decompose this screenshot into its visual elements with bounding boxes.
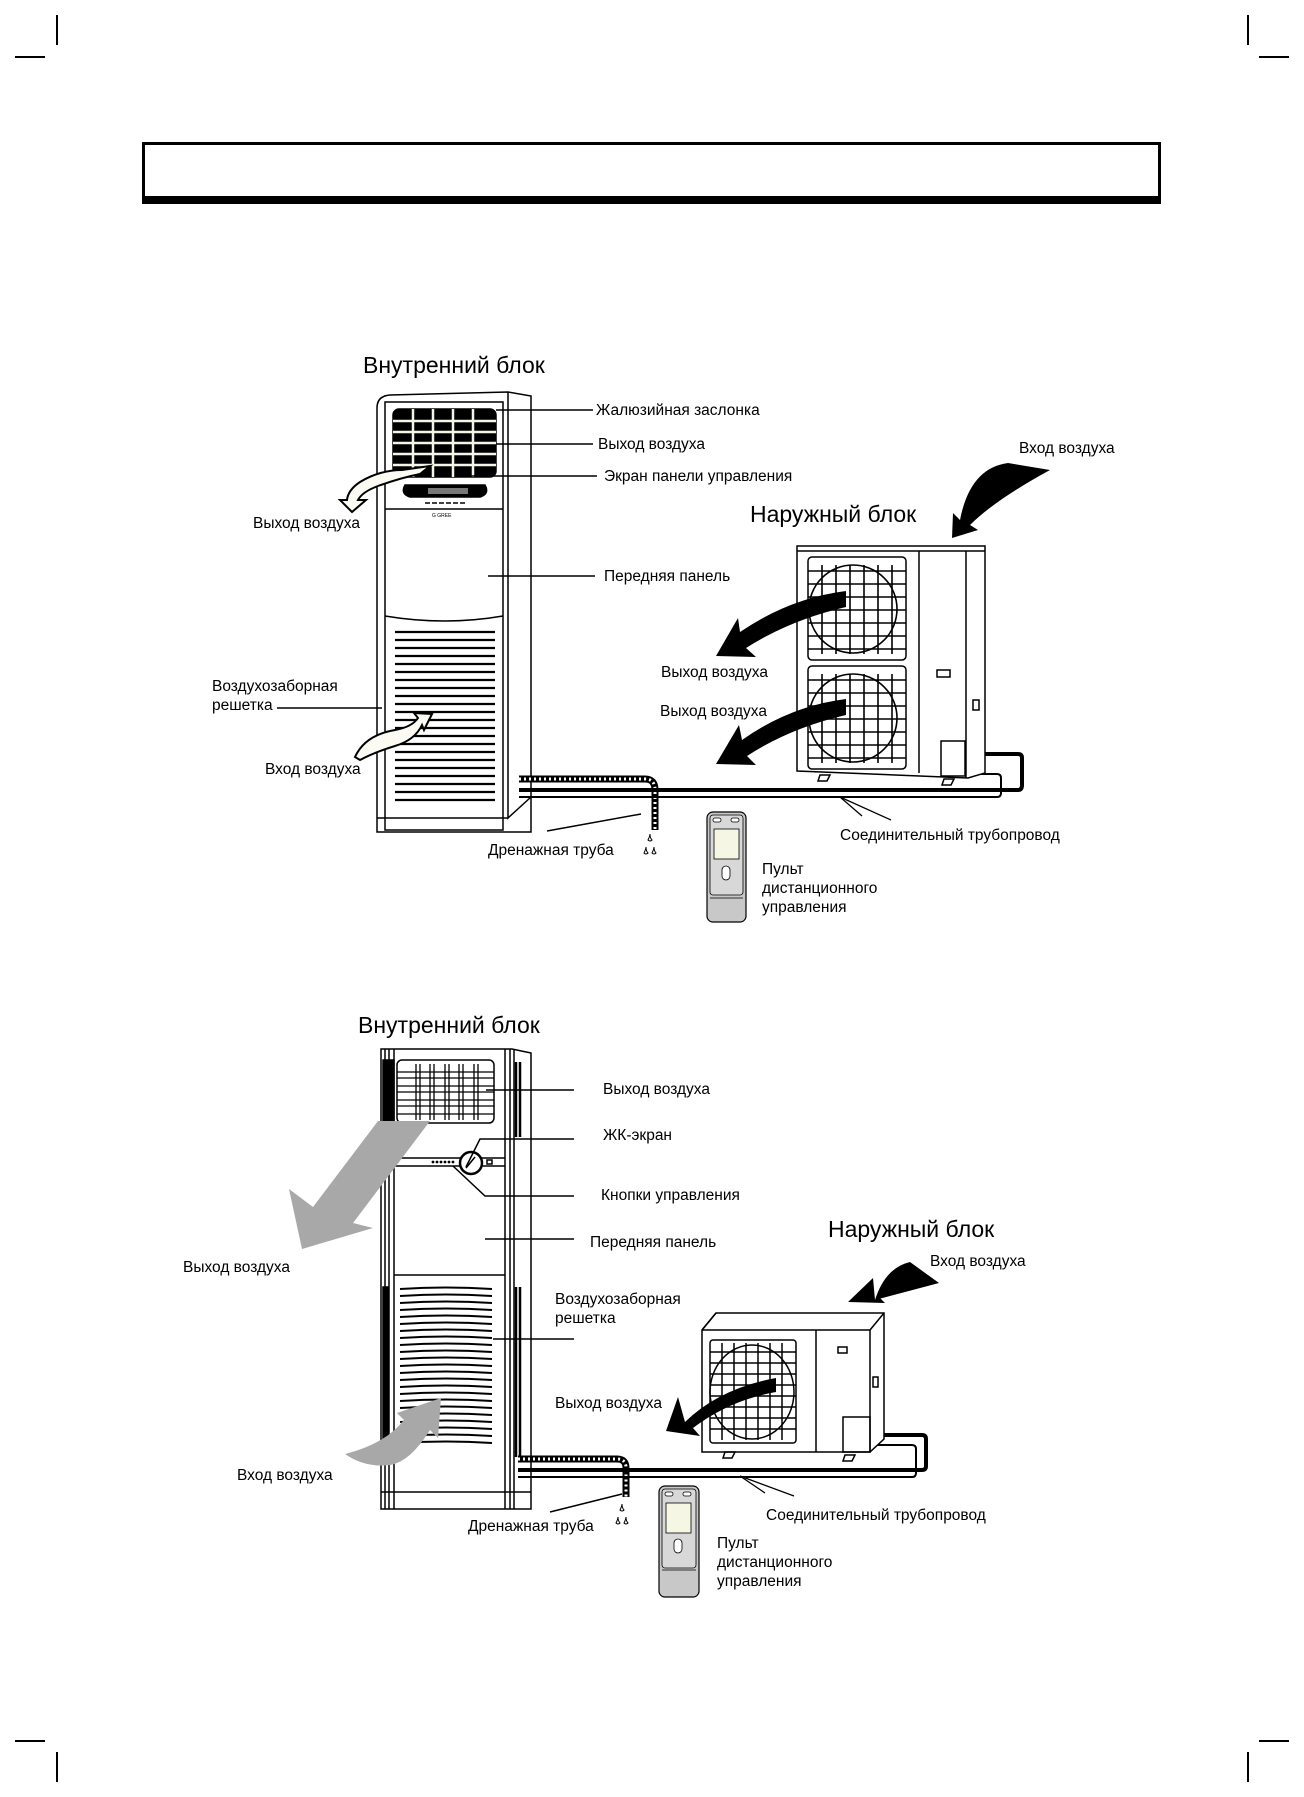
label-air-outlet-outdoor-2: Выход воздуха bbox=[555, 1395, 662, 1412]
crop-mark-bottom-left-h bbox=[15, 1740, 45, 1742]
crop-mark-top-left-h bbox=[15, 56, 45, 58]
air-inlet-arrow-indoor-1 bbox=[353, 711, 434, 762]
label-air-outlet-top-1: Выход воздуха bbox=[598, 436, 705, 453]
label-intake-grille-1a: Воздухозаборная bbox=[212, 678, 338, 695]
label-drain-pipe-1: Дренажная труба bbox=[488, 842, 614, 859]
air-outlet-arrow-outdoor-2 bbox=[666, 1378, 776, 1436]
outdoor-unit-title-1: Наружный блок bbox=[750, 501, 917, 527]
outdoor-unit-2 bbox=[701, 1312, 885, 1462]
label-air-outlet-top-2: Выход воздуха bbox=[603, 1081, 710, 1098]
indoor-unit-title-1: Внутренний блок bbox=[363, 352, 545, 378]
crop-mark-top-right-h bbox=[1259, 56, 1289, 58]
air-outlet-arrow-outdoor-1a bbox=[716, 591, 846, 657]
label-remote-1c: управления bbox=[762, 899, 847, 916]
air-outlet-arrow-indoor-1 bbox=[337, 464, 434, 514]
label-air-outlet-outdoor-1a: Выход воздуха bbox=[661, 664, 768, 681]
connecting-pipeline-1 bbox=[519, 752, 1024, 821]
crop-mark-bottom-right-v bbox=[1247, 1752, 1249, 1782]
crop-mark-bottom-left-v bbox=[56, 1752, 58, 1782]
label-drain-pipe-2: Дренажная труба bbox=[468, 1518, 594, 1535]
crop-mark-top-right-v bbox=[1247, 15, 1249, 45]
label-remote-2a: Пульт bbox=[717, 1535, 759, 1552]
label-lcd-screen: ЖК-экран bbox=[603, 1127, 672, 1144]
label-connecting-pipe-2: Соединительный трубопровод bbox=[766, 1507, 986, 1524]
label-intake-grille-1b: решетка bbox=[212, 697, 273, 714]
label-front-panel-2: Передняя панель bbox=[590, 1234, 717, 1251]
crop-mark-top-left-v bbox=[56, 15, 58, 45]
label-louver: Жалюзийная заслонка bbox=[596, 402, 760, 419]
leader-lines-1 bbox=[277, 409, 642, 832]
label-remote-1a: Пульт bbox=[762, 861, 804, 878]
label-air-outlet-left-1: Выход воздуха bbox=[253, 515, 360, 532]
air-outlet-arrow-indoor-2 bbox=[289, 1121, 430, 1249]
label-air-inlet-outdoor-2: Вход воздуха bbox=[930, 1253, 1026, 1270]
label-remote-2b: дистанционного bbox=[717, 1554, 833, 1571]
label-control-screen: Экран панели управления bbox=[604, 468, 793, 485]
section-header-box bbox=[142, 142, 1161, 204]
label-air-inlet-indoor-1: Вход воздуха bbox=[265, 761, 361, 778]
air-inlet-arrow-indoor-2 bbox=[345, 1398, 441, 1466]
label-air-inlet-outdoor-1: Вход воздуха bbox=[1019, 440, 1115, 457]
svg-text:G GREE: G GREE bbox=[432, 513, 452, 519]
label-front-panel-1: Передняя панель bbox=[604, 568, 731, 585]
air-inlet-arrow-outdoor-2 bbox=[848, 1262, 939, 1303]
label-remote-1b: дистанционного bbox=[762, 880, 878, 897]
label-intake-grille-2a: Воздухозаборная bbox=[555, 1291, 681, 1308]
crop-mark-bottom-right-h bbox=[1259, 1740, 1289, 1742]
outdoor-unit-title-2: Наружный блок bbox=[828, 1216, 995, 1242]
air-inlet-arrow-outdoor-1 bbox=[952, 463, 1050, 538]
remote-control-2 bbox=[658, 1485, 700, 1598]
label-air-inlet-indoor-2: Вход воздуха bbox=[237, 1467, 333, 1484]
air-outlet-arrow-outdoor-1b bbox=[716, 699, 846, 765]
drain-pipe-2 bbox=[518, 1455, 630, 1525]
connecting-pipeline-2 bbox=[518, 1433, 928, 1497]
remote-control-1 bbox=[706, 811, 747, 923]
label-control-buttons: Кнопки управления bbox=[601, 1187, 740, 1204]
label-air-outlet-left-2: Выход воздуха bbox=[183, 1259, 290, 1276]
label-air-outlet-outdoor-1b: Выход воздуха bbox=[660, 703, 767, 720]
label-remote-2c: управления bbox=[717, 1573, 802, 1590]
label-intake-grille-2b: решетка bbox=[555, 1310, 616, 1327]
indoor-unit-title-2: Внутренний блок bbox=[358, 1012, 540, 1038]
label-connecting-pipe-1: Соединительный трубопровод bbox=[840, 827, 1060, 844]
leader-lines-2 bbox=[452, 1089, 623, 1513]
